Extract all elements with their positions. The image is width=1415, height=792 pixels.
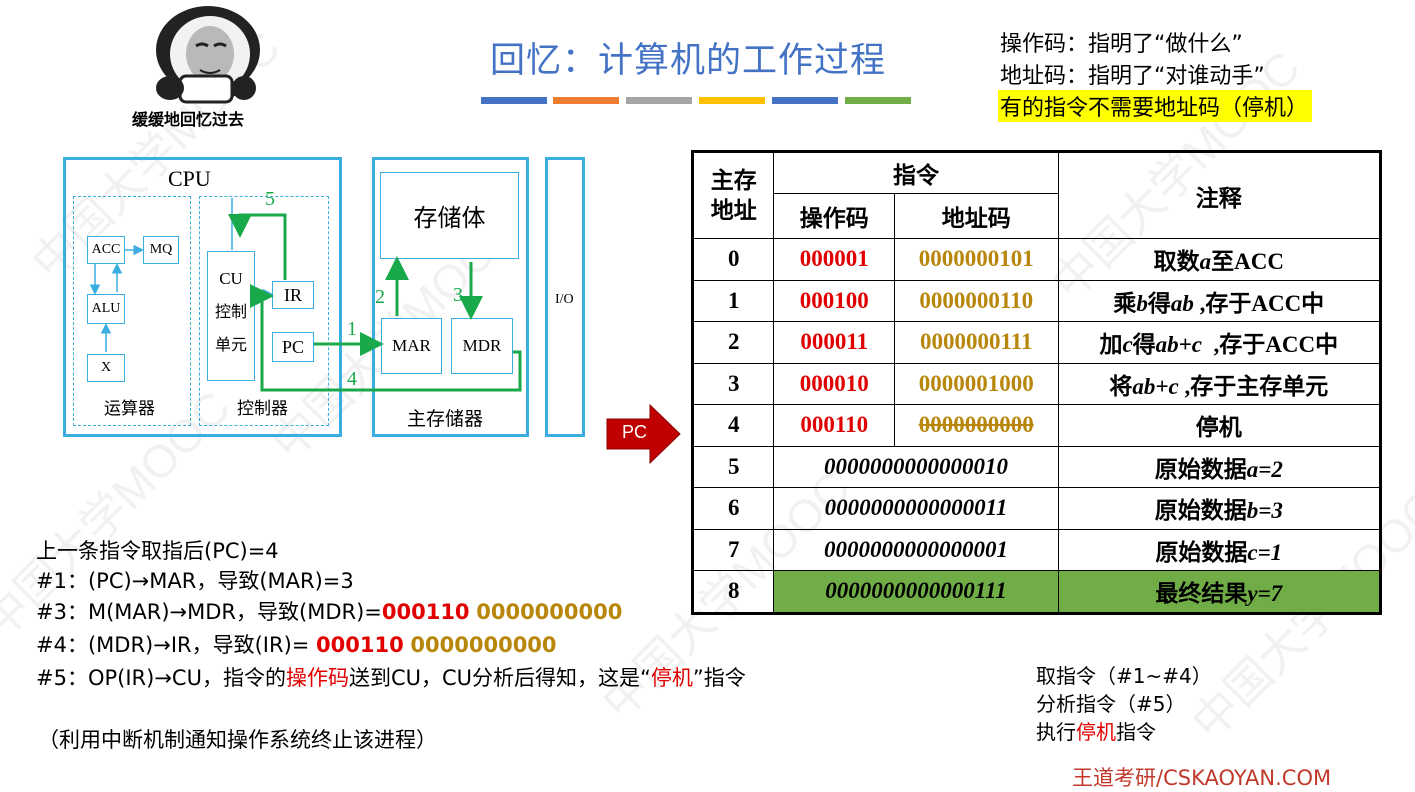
phase-fetch: 取指令（#1~#4） <box>1036 664 1212 688</box>
row-address: 8 <box>691 570 775 614</box>
table-row: 3 000010 0000001000 将ab+c ,存于主存单元 <box>691 362 1382 405</box>
acc-register: ACC <box>87 236 125 264</box>
io-box <box>545 157 585 437</box>
title-underline-bar <box>699 97 765 104</box>
row-opcode: 000001 <box>773 238 895 281</box>
storage-body: 存储体 <box>380 172 519 259</box>
cpu-box <box>63 157 342 437</box>
phase-decode: 分析指令（#5） <box>1036 692 1186 716</box>
row-comment: 原始数据b=3 <box>1057 487 1382 530</box>
cu-component: CU 控制 单元 <box>207 251 255 381</box>
table-row: 5 0000000000000010 原始数据a=2 <box>691 445 1382 488</box>
row-address-code: 0000000110 <box>894 279 1059 322</box>
alu-unit-label: 运算器 <box>104 399 155 418</box>
step-4-text: #4：(MDR)→IR，导致(IR)= 000110 0000000000 <box>36 633 557 657</box>
mar-register: MAR <box>381 318 442 374</box>
header-address-code: 地址码 <box>894 193 1059 239</box>
row-comment: 最终结果y=7 <box>1057 570 1382 614</box>
controller-label: 控制器 <box>237 399 288 418</box>
pc-pointer-arrow <box>606 404 681 464</box>
row-opcode: 000110 <box>773 404 895 447</box>
row-address: 0 <box>691 238 775 281</box>
cpu-label: CPU <box>168 166 211 191</box>
controller-box <box>199 196 329 426</box>
table-row: 7 0000000000000001 原始数据c=1 <box>691 528 1382 571</box>
row-address-code-struck: 0000000000 <box>894 404 1059 447</box>
cu-sub-label: 单元 <box>214 337 247 354</box>
row-comment: 加c得ab+c ,存于ACC中 <box>1057 321 1382 364</box>
note-address: 地址码：指明了“对谁动手” <box>1000 64 1265 89</box>
step-3-text: #3：M(MAR)→MDR，导致(MDR)=000110 0000000000 <box>36 600 623 624</box>
meme-caption: 缓缓地回忆过去 <box>132 110 245 129</box>
title-underline-bar <box>772 97 838 104</box>
row-address: 6 <box>691 487 775 530</box>
row-comment: 取数a至ACC <box>1057 238 1382 281</box>
pc-register: PC <box>272 332 314 362</box>
interrupt-note: （利用中断机制通知操作系统终止该进程） <box>38 728 437 752</box>
row-address: 1 <box>691 279 775 322</box>
page-title: 回忆：计算机的工作过程 <box>490 41 887 81</box>
cu-sub-label: 控制 <box>214 304 247 321</box>
step-5-text: #5：OP(IR)→CU，指令的操作码送到CU，CU分析后得知，这是“停机”指令 <box>36 666 746 690</box>
row-address-code: 0000000111 <box>894 321 1059 364</box>
row-address: 4 <box>691 404 775 447</box>
ir-register: IR <box>272 281 314 309</box>
title-underline-bar <box>481 97 547 104</box>
row-comment: 原始数据a=2 <box>1057 445 1382 488</box>
title-underline-bar <box>626 97 692 104</box>
row-comment: 将ab+c ,存于主存单元 <box>1057 362 1382 405</box>
row-opcode: 000010 <box>773 362 895 405</box>
step-5-label: 5 <box>265 188 275 210</box>
x-register: X <box>87 354 125 382</box>
main-memory-box <box>372 157 529 437</box>
phase-execute: 执行停机指令 <box>1036 720 1156 744</box>
step-3-label: 3 <box>453 284 463 306</box>
row-comment: 乘b得ab ,存于ACC中 <box>1057 279 1382 322</box>
footer-brand: 王道考研/CSKAOYAN.COM <box>1072 766 1332 790</box>
note-opcode: 操作码：指明了“做什么” <box>1000 32 1243 57</box>
table-row: 4 000110 0000000000 停机 <box>691 404 1382 447</box>
diagram-arrows <box>89 198 522 392</box>
row-address-code: 0000000101 <box>894 238 1059 281</box>
title-underline-bar <box>553 97 619 104</box>
row-opcode: 000100 <box>773 279 895 322</box>
table-row: 2 000011 0000000111 加c得ab+c ,存于ACC中 <box>691 321 1382 364</box>
row-address: 3 <box>691 362 775 405</box>
title-underline-bar <box>845 97 911 104</box>
step-2-label: 2 <box>375 286 385 308</box>
cu-label: CU <box>219 269 243 288</box>
instruction-table: 主存 地址 指令 注释 操作码 地址码 0 000001 0000000101 … <box>691 150 1382 615</box>
row-opcode: 000011 <box>773 321 895 364</box>
mdr-register: MDR <box>451 318 513 374</box>
note-halt-highlight: 有的指令不需要地址码（停机） <box>998 90 1313 122</box>
row-comment: 停机 <box>1057 404 1382 447</box>
table-row-result: 8 0000000000000111 最终结果y=7 <box>691 570 1382 614</box>
row-data: 0000000000000001 <box>773 528 1059 571</box>
row-comment: 原始数据c=1 <box>1057 528 1382 571</box>
row-address-code: 0000001000 <box>894 362 1059 405</box>
row-data: 0000000000000111 <box>773 570 1059 614</box>
row-address: 7 <box>691 528 775 571</box>
header-address: 主存 地址 <box>691 151 775 239</box>
step-1-label: 1 <box>347 318 357 340</box>
row-data: 0000000000000011 <box>773 487 1059 530</box>
step-4-label: 4 <box>347 368 357 390</box>
row-data: 0000000000000010 <box>773 445 1059 488</box>
table-row: 6 0000000000000011 原始数据b=3 <box>691 487 1382 530</box>
header-instruction: 指令 <box>773 151 1059 194</box>
table-row: 1 000100 0000000110 乘b得ab ,存于ACC中 <box>691 279 1382 322</box>
row-address: 5 <box>691 445 775 488</box>
panda-meme-image <box>156 6 260 104</box>
table-row: 0 000001 0000000101 取数a至ACC <box>691 238 1382 281</box>
step-1-text: #1：(PC)→MAR，导致(MAR)=3 <box>36 569 354 593</box>
step-prev-fetch: 上一条指令取指后(PC)=4 <box>36 539 279 563</box>
alu-unit-box <box>73 196 191 426</box>
alu-component: ALU <box>87 294 125 324</box>
header-comment: 注释 <box>1057 151 1382 239</box>
row-address: 2 <box>691 321 775 364</box>
header-opcode: 操作码 <box>773 193 895 239</box>
io-label: I/O <box>555 292 574 307</box>
pc-pointer-label: PC <box>622 422 648 442</box>
main-memory-label: 主存储器 <box>407 409 484 430</box>
